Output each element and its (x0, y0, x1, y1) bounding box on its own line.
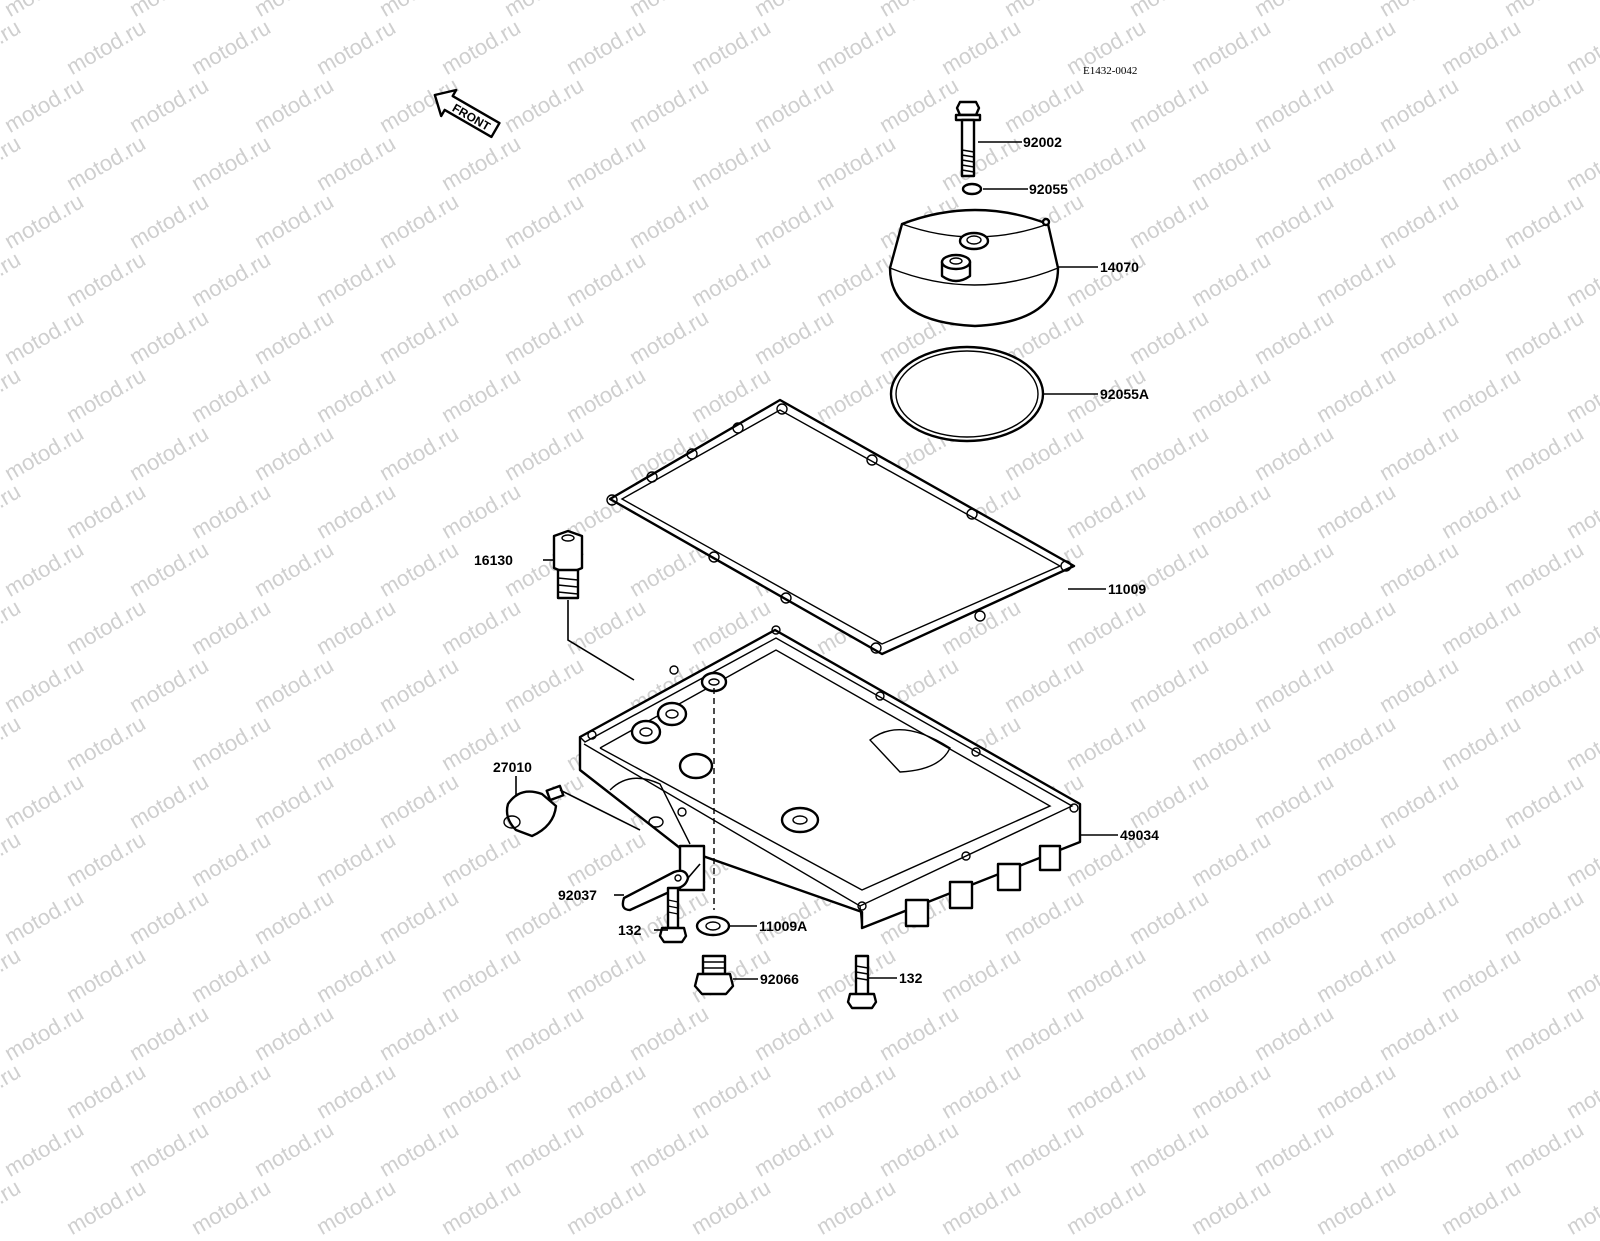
part-label-92037: 92037 (558, 887, 597, 903)
bolt-132-right (846, 954, 878, 1010)
gasket-11009 (606, 398, 1076, 656)
part-labels: 92002 92055 14070 92055A 11009 16130 270… (474, 134, 1159, 987)
part-label-132-left: 132 (618, 922, 642, 938)
oil-pressure-switch-27010 (503, 784, 565, 838)
part-label-49034: 49034 (1120, 827, 1159, 843)
bolt-92002 (954, 100, 982, 178)
washer-92055 (961, 182, 983, 196)
o-ring-92055A (889, 345, 1045, 443)
oil-filter-cover-14070 (888, 208, 1060, 328)
part-label-27010: 27010 (493, 759, 532, 775)
part-label-11009A: 11009A (759, 918, 807, 934)
fitting-16130 (552, 529, 584, 600)
part-label-132-right: 132 (899, 970, 923, 986)
washer-11009A (695, 915, 731, 937)
oil-pan-exploded-diagram: E1432-0042 FRONT (433, 65, 1159, 1010)
leader-lines (515, 141, 1118, 980)
bolt-132-left (658, 886, 688, 944)
diagram-reference: E1432-0042 (1083, 65, 1137, 77)
part-label-92066: 92066 (760, 971, 799, 987)
front-arrow-icon: FRONT (433, 88, 501, 139)
part-label-92055A: 92055A (1100, 386, 1149, 402)
part-label-11009: 11009 (1108, 581, 1146, 597)
oil-pan-49034 (578, 625, 1082, 930)
part-label-92002: 92002 (1023, 134, 1062, 150)
part-label-16130: 16130 (474, 552, 513, 568)
part-label-92055: 92055 (1029, 181, 1068, 197)
part-label-14070: 14070 (1100, 259, 1139, 275)
clamp-92037 (621, 869, 690, 912)
drain-plug-92066 (693, 954, 735, 996)
